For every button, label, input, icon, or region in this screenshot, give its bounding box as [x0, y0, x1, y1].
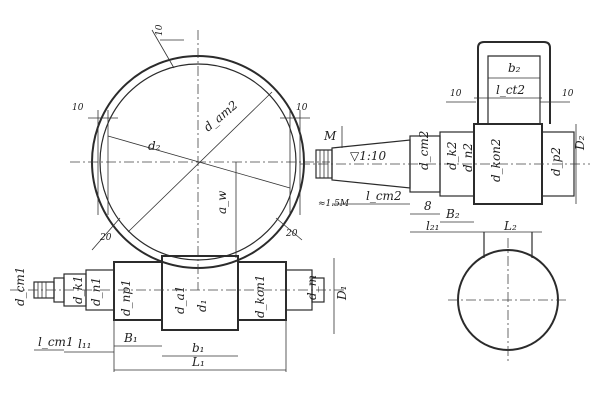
label-da1: d_a1 — [173, 286, 187, 314]
label-l11: l₁₁ — [78, 337, 91, 351]
pinion-shaft — [10, 255, 344, 372]
label-ten-mid: 10 — [296, 103, 308, 113]
label-taper: ▽1:10 — [350, 149, 387, 163]
left-twenty-leader — [91, 217, 121, 251]
top-ten-leader — [151, 29, 175, 69]
label-d1: d₁ — [195, 300, 209, 313]
d2-dimension-line — [107, 135, 291, 189]
wheel-shaft — [300, 41, 590, 233]
label-dn2: d_n2 — [461, 143, 475, 172]
label-dp2: d_p2 — [549, 147, 563, 176]
label-ten-r2: 10 — [562, 89, 574, 99]
label-dnp1: d_np1 — [119, 279, 133, 316]
label-aw: a_w — [215, 190, 229, 214]
label-ten-left: 10 — [72, 103, 84, 113]
label-twenty-right: 20 — [285, 229, 298, 239]
label-dcm2: d_cm2 — [417, 131, 431, 170]
label-D1: D₁ — [335, 286, 349, 301]
label-B1: B₁ — [123, 331, 138, 345]
label-b2: b₂ — [508, 61, 521, 75]
wheel-side-view — [448, 232, 568, 362]
label-dm: d_m — [305, 275, 319, 300]
label-d2: d₂ — [148, 139, 161, 153]
label-L1: L₁ — [191, 355, 205, 369]
label-eight: 8 — [424, 199, 432, 213]
label-dk2: d_k2 — [445, 141, 459, 170]
label-dkon1: d_kon1 — [253, 274, 267, 318]
label-ten-top: 10 — [155, 24, 165, 36]
label-thread: ≈1.5M — [318, 199, 350, 209]
label-b1: b₁ — [192, 341, 205, 355]
dam2-dimension-line — [127, 91, 273, 233]
label-ten-r1: 10 — [450, 89, 462, 99]
label-D2: D₂ — [573, 135, 587, 151]
wheel-rim-section — [477, 41, 551, 124]
wheel-front-view — [70, 29, 330, 290]
label-L2: L₂ — [503, 219, 517, 233]
label-twenty-left: 20 — [99, 233, 112, 243]
right-twenty-leader — [275, 217, 303, 241]
label-M: M — [323, 129, 337, 143]
label-B2: B₂ — [445, 207, 460, 221]
label-l21: l₂₁ — [426, 219, 439, 233]
label-lcm1: l_cm1 — [38, 335, 74, 349]
label-lcm2: l_cm2 — [366, 189, 402, 203]
label-dk1: d_k1 — [71, 275, 85, 304]
label-dcm1: d_cm1 — [13, 267, 27, 306]
label-lct2: l_ct2 — [496, 83, 525, 97]
label-dkon2: d_kon2 — [489, 138, 503, 182]
label-dn1: d_n1 — [89, 277, 103, 306]
